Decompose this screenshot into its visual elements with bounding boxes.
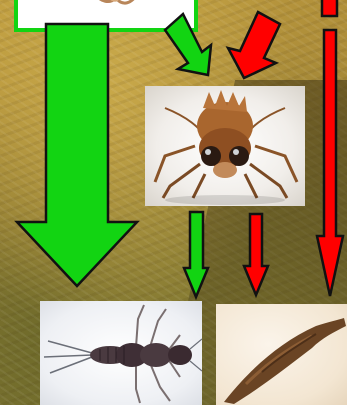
arrow-down-icon — [165, 14, 211, 75]
arrow-down-icon — [322, 0, 337, 16]
arrow-down-icon — [228, 12, 280, 78]
arrow-down-icon — [317, 30, 343, 296]
arrow-down-icon — [244, 214, 268, 295]
arrow-down-icon — [17, 24, 137, 286]
arrow-down-icon — [184, 212, 208, 297]
